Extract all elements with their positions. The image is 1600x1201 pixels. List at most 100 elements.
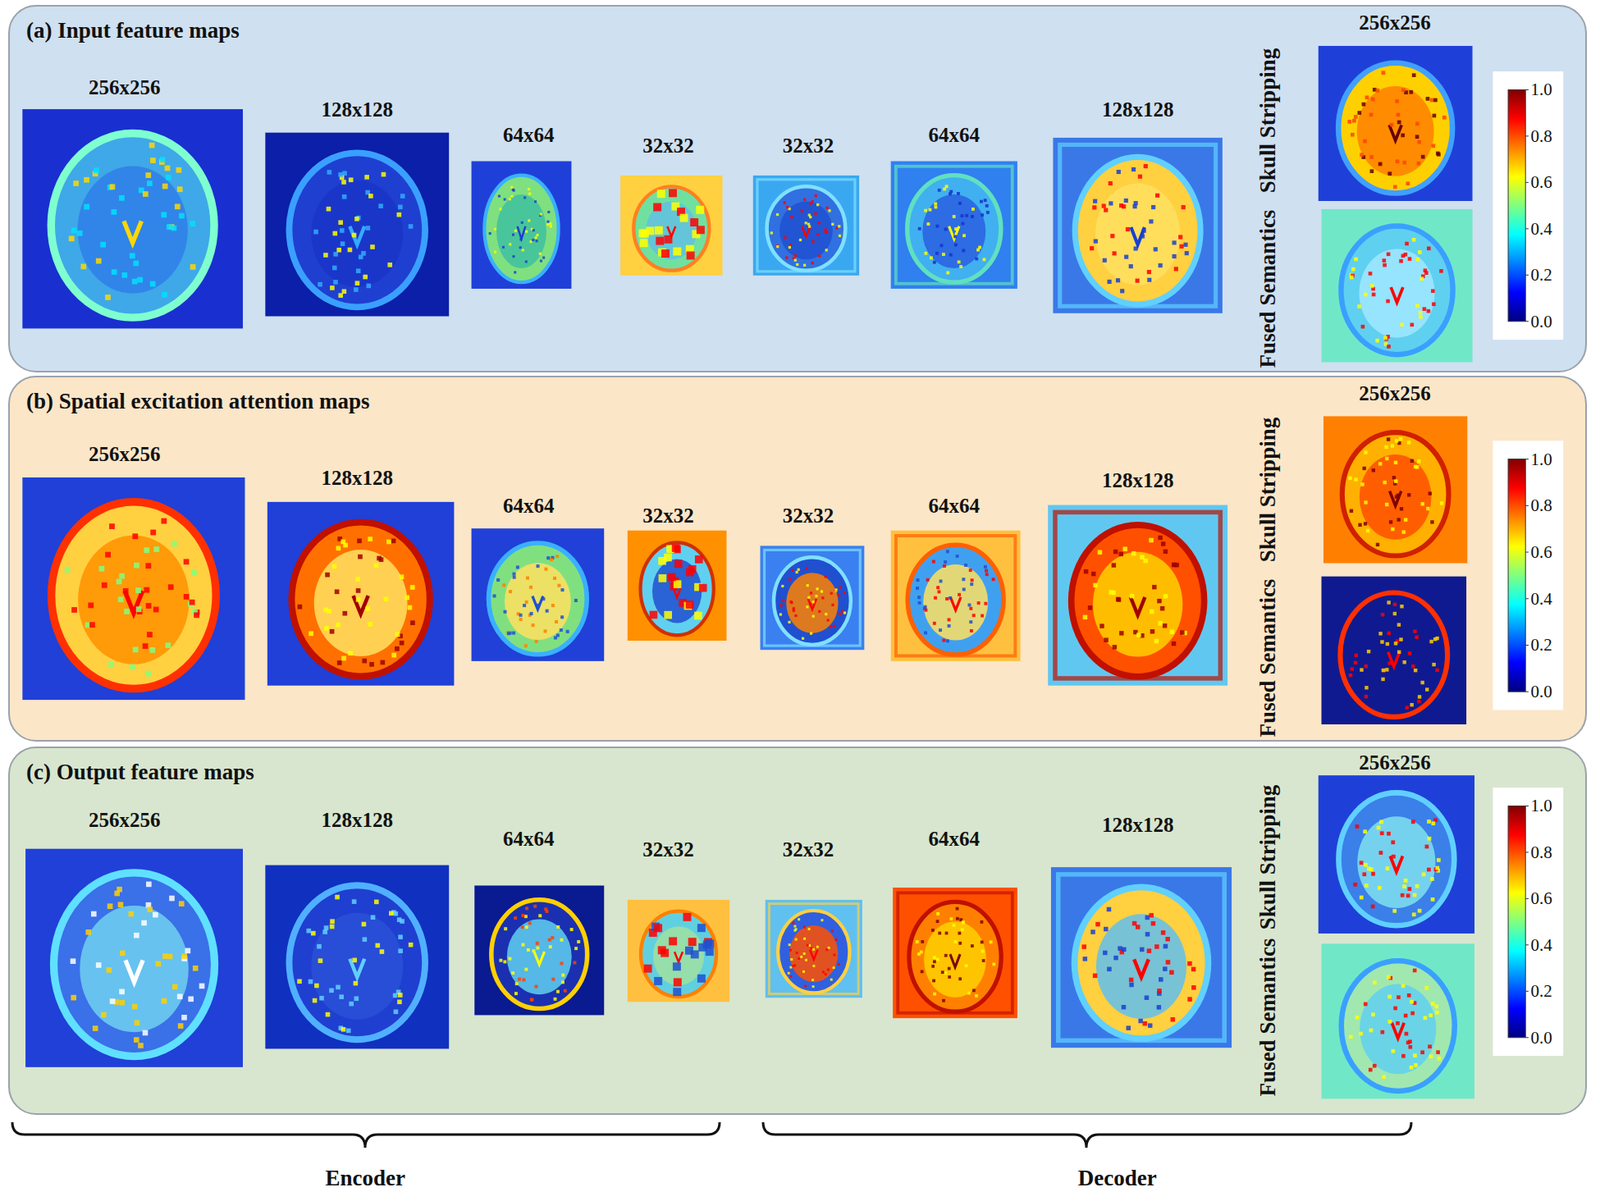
feature-map [759, 545, 864, 650]
activation-speck [835, 938, 838, 942]
activation-speck [947, 617, 951, 622]
activation-speck [547, 210, 550, 214]
activation-speck [960, 928, 965, 933]
activation-speck [1394, 641, 1398, 645]
section-label: Decoder [1078, 1167, 1157, 1190]
activation-speck [333, 279, 339, 285]
activation-speck [781, 585, 784, 588]
activation-speck [947, 624, 951, 628]
activation-speck [947, 975, 951, 979]
head-outline [288, 885, 426, 1040]
feature-map [1047, 505, 1228, 686]
activation-speck [324, 572, 330, 578]
brain-region [504, 562, 572, 640]
colorbar-tick [1525, 228, 1529, 229]
activation-speck [1412, 912, 1417, 917]
resolution-label: 32x32 [642, 134, 695, 156]
map-ground [471, 528, 605, 662]
activation-speck [326, 206, 332, 212]
activation-speck [1403, 517, 1408, 522]
activation-speck [983, 602, 988, 606]
resolution-label: 256x256 [88, 76, 161, 97]
activation-speck [121, 272, 128, 279]
colorbar-tick [1525, 182, 1529, 183]
activation-speck [1391, 1049, 1396, 1054]
activation-speck [1430, 821, 1436, 826]
activation-speck [512, 631, 516, 636]
activation-speck [128, 911, 135, 918]
activation-speck [795, 928, 798, 931]
ventricle [534, 951, 545, 965]
activation-speck [1409, 1065, 1414, 1070]
brain-region [496, 194, 547, 269]
activation-speck [1411, 664, 1415, 668]
activation-speck [522, 603, 526, 608]
activation-speck [114, 891, 120, 897]
activation-speck [1369, 1028, 1374, 1034]
activation-speck [1348, 476, 1352, 480]
activation-speck [356, 268, 362, 274]
activation-speck [533, 905, 537, 909]
activation-speck [1106, 967, 1112, 973]
activation-speck [980, 940, 984, 944]
activation-speck [923, 608, 928, 613]
activation-speck [557, 584, 561, 588]
activation-speck [1416, 257, 1421, 262]
activation-speck [1366, 649, 1371, 654]
map-frame [1058, 874, 1226, 1042]
activation-speck [118, 1000, 125, 1006]
activation-speck [1427, 836, 1432, 842]
activation-speck [917, 952, 921, 956]
activation-speck [1406, 181, 1411, 186]
activation-speck [936, 585, 940, 590]
brain-region [310, 913, 403, 1020]
activation-speck [943, 560, 947, 564]
activation-speck [155, 961, 162, 968]
activation-speck [915, 586, 919, 590]
activation-speck [1143, 164, 1148, 169]
ventricle [949, 226, 960, 240]
activation-speck [161, 292, 168, 298]
activation-speck [955, 917, 960, 921]
activation-speck [1394, 479, 1398, 483]
activation-speck [323, 608, 329, 613]
activation-speck [521, 248, 525, 252]
activation-speck [792, 922, 796, 925]
activation-speck [1116, 597, 1121, 602]
activation-speck [511, 195, 514, 198]
activation-speck [91, 911, 97, 918]
activation-speck [1397, 120, 1402, 125]
brain-region [1359, 248, 1436, 338]
map-ground [474, 885, 604, 1015]
activation-speck [341, 656, 347, 662]
activation-speck [489, 232, 492, 235]
activation-speck [1160, 606, 1165, 611]
activation-speck [790, 958, 793, 961]
activation-speck [837, 224, 841, 228]
activation-speck [980, 920, 984, 924]
activation-speck [1415, 121, 1420, 126]
activation-speck [355, 280, 361, 286]
activation-speck [105, 552, 111, 558]
activation-speck [1377, 886, 1382, 891]
activation-speck [1364, 883, 1369, 888]
activation-speck [1161, 541, 1166, 546]
activation-speck [129, 664, 136, 671]
activation-speck [70, 995, 77, 1002]
activation-speck [1380, 612, 1385, 617]
activation-speck [1372, 980, 1377, 985]
ventricle [809, 950, 818, 960]
activation-speck [399, 574, 405, 580]
activation-speck [531, 238, 535, 242]
activation-speck [1396, 995, 1401, 1000]
activation-speck [1420, 1050, 1425, 1055]
activation-speck [143, 547, 150, 554]
activation-speck [529, 240, 532, 243]
activation-speck [1412, 629, 1417, 633]
activation-speck [1178, 234, 1183, 239]
activation-speck [674, 560, 683, 569]
activation-speck [1381, 668, 1386, 672]
activation-speck [683, 913, 692, 922]
activation-speck [1135, 278, 1140, 284]
